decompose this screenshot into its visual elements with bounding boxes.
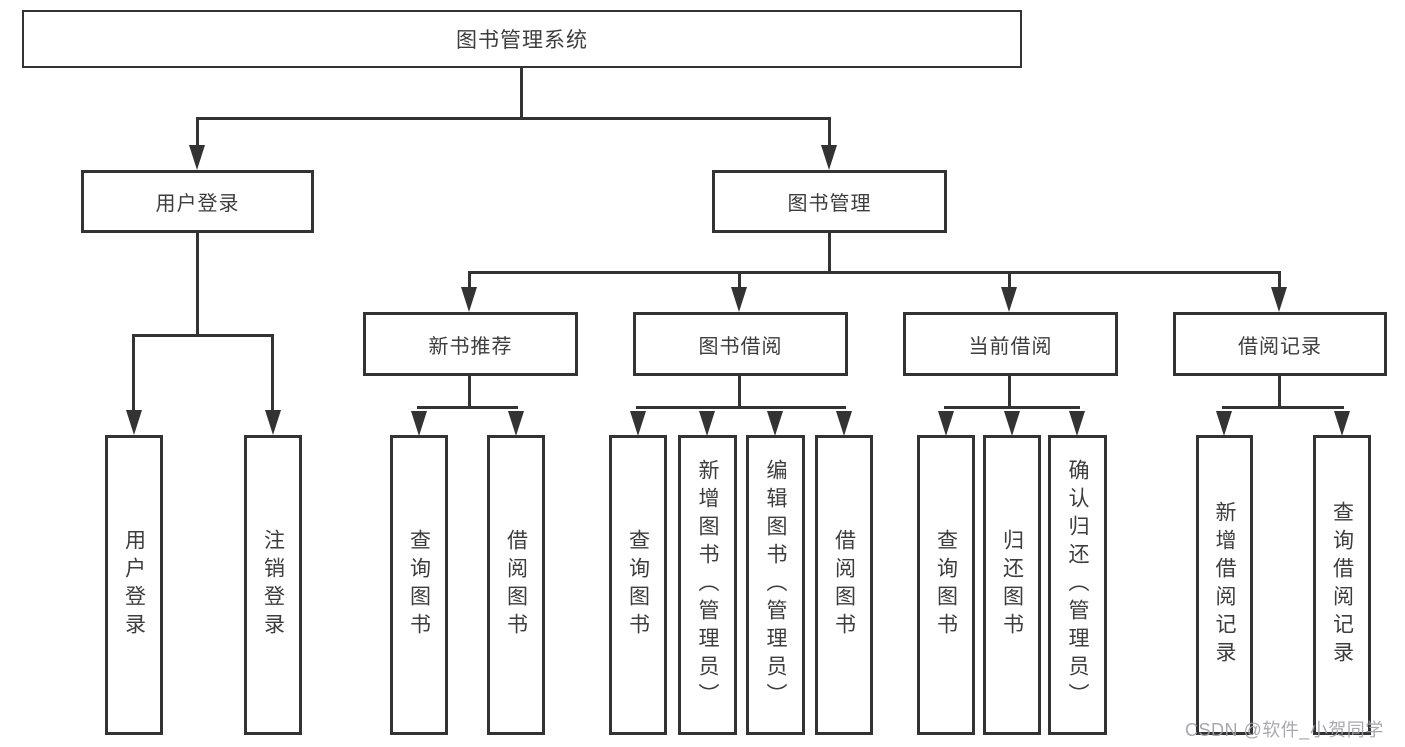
arrowhead [1001,287,1017,312]
arrowhead [821,145,837,170]
leaf-confirm-return-admin-label: 确认归还（管理员） [1066,459,1089,711]
connector [468,271,1281,274]
connector [132,334,135,412]
node-new-book-recommendation: 新书推荐 [363,312,578,376]
arrowhead [1069,411,1085,436]
connector [196,117,831,120]
leaf-query-books-current: 查询图书 [917,435,975,735]
arrowhead [767,411,783,436]
node-book-management-label: 图书管理 [787,193,872,215]
leaf-edit-book-admin-label: 编辑图书（管理员） [764,459,787,711]
arrowhead [938,411,954,436]
leaf-add-book-admin-label: 新增图书（管理员） [696,459,719,711]
arrowhead [731,287,747,312]
arrowhead [699,411,715,436]
connector [271,334,274,412]
connector [944,406,1080,409]
connector [738,271,741,289]
connector [828,117,831,147]
connector [417,406,518,409]
node-user-login: 用户登录 [81,170,314,233]
leaf-user-login: 用户登录 [105,435,163,735]
leaf-borrow-books-recommend-label: 借阅图书 [504,529,528,641]
node-book-borrowing: 图书借阅 [633,312,848,376]
leaf-query-books-recommend-label: 查询图书 [407,529,431,641]
connector [636,406,846,409]
arrowhead [630,411,646,436]
arrowhead [1334,411,1350,436]
node-user-login-label: 用户登录 [155,193,240,215]
connector [738,376,741,409]
connector [1278,271,1281,289]
node-book-management: 图书管理 [712,170,947,233]
connector [468,271,471,289]
node-borrowing-records: 借阅记录 [1173,312,1387,376]
leaf-query-books-borrowing-label: 查询图书 [626,529,650,641]
leaf-query-borrow-record: 查询借阅记录 [1313,435,1371,735]
leaf-return-books: 归还图书 [983,435,1041,735]
leaf-add-book-admin: 新增图书（管理员） [678,435,737,735]
arrowhead [1004,411,1020,436]
connector [828,233,831,274]
leaf-add-borrow-record: 新增借阅记录 [1196,435,1253,735]
leaf-query-books-current-label: 查询图书 [934,529,958,641]
connector [132,334,274,337]
connector [520,67,523,119]
leaf-borrow-books-label: 借阅图书 [832,529,856,641]
leaf-logout-label: 注销登录 [261,529,285,641]
connector [196,117,199,147]
arrowhead [411,411,427,436]
leaf-query-books-borrowing: 查询图书 [609,435,667,735]
arrowhead [189,145,205,170]
leaf-query-borrow-record-label: 查询借阅记录 [1330,501,1354,669]
connector [1278,376,1281,409]
leaf-logout: 注销登录 [244,435,302,735]
node-current-borrowing: 当前借阅 [903,312,1118,376]
connector [196,232,199,337]
arrowhead [1216,411,1232,436]
node-borrowing-records-label: 借阅记录 [1238,335,1322,358]
leaf-return-books-label: 归还图书 [1000,529,1024,641]
connector [1008,271,1011,289]
connector [1222,406,1344,409]
leaf-user-login-label: 用户登录 [122,529,146,641]
arrowhead [461,287,477,312]
leaf-confirm-return-admin: 确认归还（管理员） [1048,435,1107,735]
node-root: 图书管理系统 [22,10,1022,68]
connector [468,376,471,409]
node-root-label: 图书管理系统 [456,29,588,52]
leaf-add-borrow-record-label: 新增借阅记录 [1213,501,1236,669]
node-book-borrowing-label: 图书借阅 [698,335,783,358]
leaf-query-books-recommend: 查询图书 [390,435,448,735]
leaf-borrow-books: 借阅图书 [815,435,873,735]
leaf-borrow-books-recommend: 借阅图书 [487,435,545,735]
arrowhead [265,410,281,435]
node-current-borrowing-label: 当前借阅 [968,335,1053,358]
arrowhead [1271,287,1287,312]
csdn-watermark: CSDN @软件_小贺同学 [1185,720,1384,740]
leaf-edit-book-admin: 编辑图书（管理员） [746,435,805,735]
node-new-book-recommendation-label: 新书推荐 [428,335,513,358]
connector [1008,376,1011,409]
arrowhead [126,410,142,435]
arrowhead [836,411,852,436]
arrowhead [508,411,524,436]
